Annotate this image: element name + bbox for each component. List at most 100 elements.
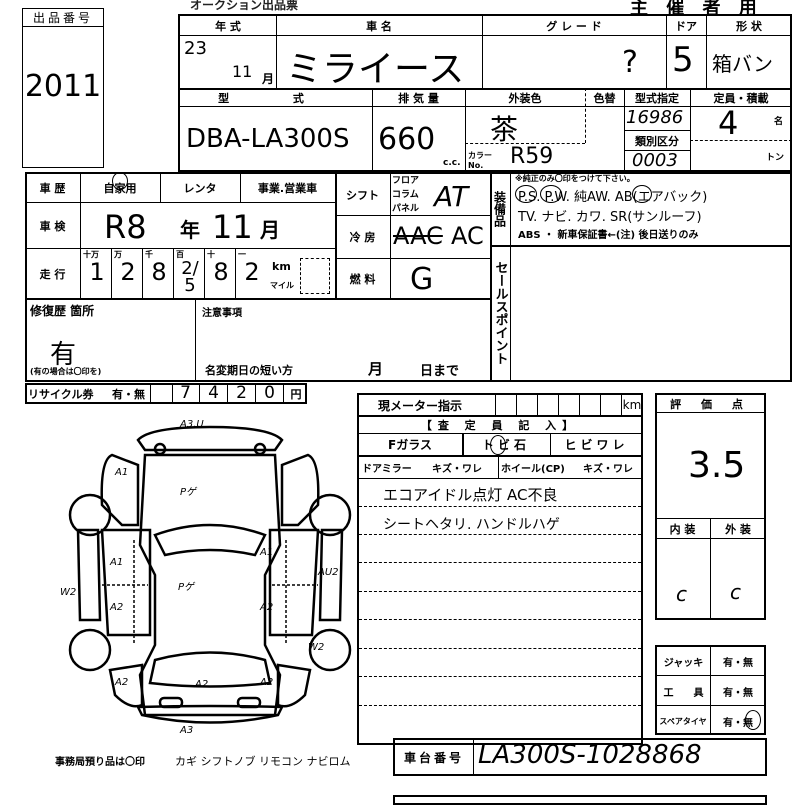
exterior-grade: C [730,580,741,604]
circle-none [745,710,761,730]
recycle-row [25,383,307,404]
mileage-cell: 十万 1 [80,249,111,298]
windshield-chip[interactable]: トビ石 [481,438,530,452]
mark-left-wheel: W2 [60,587,76,598]
load-unit: トン [766,153,785,163]
mileage-digit: 2 [244,258,260,286]
history-label: 車 歴 [39,182,66,195]
wheel-options[interactable]: キズ・ワレ [583,463,633,475]
score-value: 3.5 [688,445,746,486]
bottom-row [393,795,767,805]
mileage-digit: 1 [89,258,105,286]
car-diagram[interactable]: A3.U A1 Pゲ A1 A1 Pゲ W2 A2 A2 AU2 W2 A2 A… [60,415,360,735]
model-value: DBA-LA300S [186,124,350,154]
recycle-digit: 4 [200,383,228,404]
chassis-number: LA300S-1028868 [478,740,702,770]
capacity-unit: 名 [774,117,784,127]
office-items[interactable]: カギ シフトノブ リモコン ナビロム [175,755,351,768]
color-label: 外装色 [508,91,542,105]
month-value: 11 [232,62,253,81]
mileage-cell: 千 8 [142,249,173,298]
equipment-line-1[interactable]: P.S. P.W. 純AW. AB(エアバック) [518,190,708,205]
repair-value: 有 [50,340,77,370]
repair-label: 修復歴 箇所 [30,304,95,318]
windshield-label: Fガラス [388,438,432,452]
name-change-label: 名変期日の短い方 [205,364,293,377]
model-label: 型 式 [218,91,334,105]
mileage-cell: 百 2/5 [173,249,204,298]
mark-rear-bumper: A3.U [179,419,204,430]
shift-option-floor[interactable]: フロア [392,176,420,186]
type-designation: 16986 [626,107,684,128]
caution-month: 月 [368,360,384,378]
color-change-label: 色替 [593,91,616,105]
equipment-label: 装備品 [492,191,507,227]
mark-roof: Pゲ [178,581,196,593]
chassis-box [393,738,767,776]
caution-day: 日まで [420,364,460,379]
mark-rear-hatch: Pゲ [180,486,198,498]
mark-hood: A2 [194,679,208,690]
mileage-digit: 2/5 [181,258,199,296]
shift-value: AT [434,180,469,213]
spare-tire-label: スペアタイヤ [659,716,707,726]
door-count: 5 [672,40,694,80]
recycle-yes-no[interactable]: 有・無 [112,388,145,401]
spare-tire-value[interactable]: 有・無 [723,717,753,729]
equipment-line-3[interactable]: ABS ・ 新車保証書←(注) 後日送りのみ [518,230,699,241]
mileage-digit: 8 [213,258,229,286]
equipment-line-2[interactable]: TV. ナビ. カワ. SR(サンルーフ) [518,210,702,225]
tools-value[interactable]: 有・無 [723,687,753,699]
mark-rear-left-fender: A1 [114,467,128,478]
history-option-business[interactable]: 事業.営業車 [257,182,318,195]
jack-value[interactable]: 有・無 [723,657,753,669]
circle-pw [540,185,562,203]
mark-front-left-fender: A2 [114,677,128,688]
mile-checkbox[interactable] [300,258,330,294]
type-designation-label: 型式指定 [635,91,679,105]
sheet-title: オークション出品票 [190,0,299,12]
vehicle-table [178,14,792,172]
history-option-rental[interactable]: レンタ [183,182,217,195]
shift-option-panel[interactable]: パネル [392,204,420,214]
mileage-label: 走 行 [39,267,66,281]
mark-right-front-door: A2 [259,602,273,613]
color-value: 茶 [490,113,519,146]
tools-label: 工 具 [663,687,704,699]
mile-unit: マイル [270,281,294,290]
capacity-label: 定員・積載 [713,91,769,105]
aircon-value: AC [451,222,484,250]
interior-grade: C [676,582,687,606]
month-unit: 月 [262,72,275,86]
aircon-struck: AAC [393,222,443,250]
inspector-label: 【査 定 員 記 入】 [420,418,580,432]
grade-value: ? [622,45,638,80]
inspection-label: 車 検 [39,219,66,233]
mileage-cell: 十 8 [204,249,235,298]
lot-label: 出品番号 [23,9,103,27]
windshield-crack[interactable]: ヒビワレ [564,438,629,452]
mileage-cell: 一 2 [235,249,266,298]
mileage-digit: 8 [151,258,167,286]
score-label: 評 価 点 [670,397,751,411]
displacement-label: 排 気 量 [398,91,439,105]
aircon-label: 冷 房 [349,231,376,244]
inspection-year-unit: 年 [180,218,200,242]
yen-unit: 円 [290,388,302,401]
shift-option-column[interactable]: コラム [392,190,419,200]
inspection-month: 11 [212,208,253,246]
place-label: 十 [207,250,215,259]
exterior-label: 外 装 [725,522,751,536]
recycle-digit: 0 [256,383,284,404]
mark-left-rear-door: A1 [109,557,123,568]
meter-unit: km [622,398,642,412]
mirror-options[interactable]: キズ・ワレ [432,463,482,475]
car-name: ミライース [286,49,465,90]
fuel-label: 燃 料 [349,272,376,286]
wheel-label: ホイール(CP) [501,463,565,475]
year-label: 年 式 [215,19,241,33]
recycle-digit: 2 [228,383,256,404]
circle-ab [632,185,652,203]
cc-unit: c.c. [443,158,461,168]
